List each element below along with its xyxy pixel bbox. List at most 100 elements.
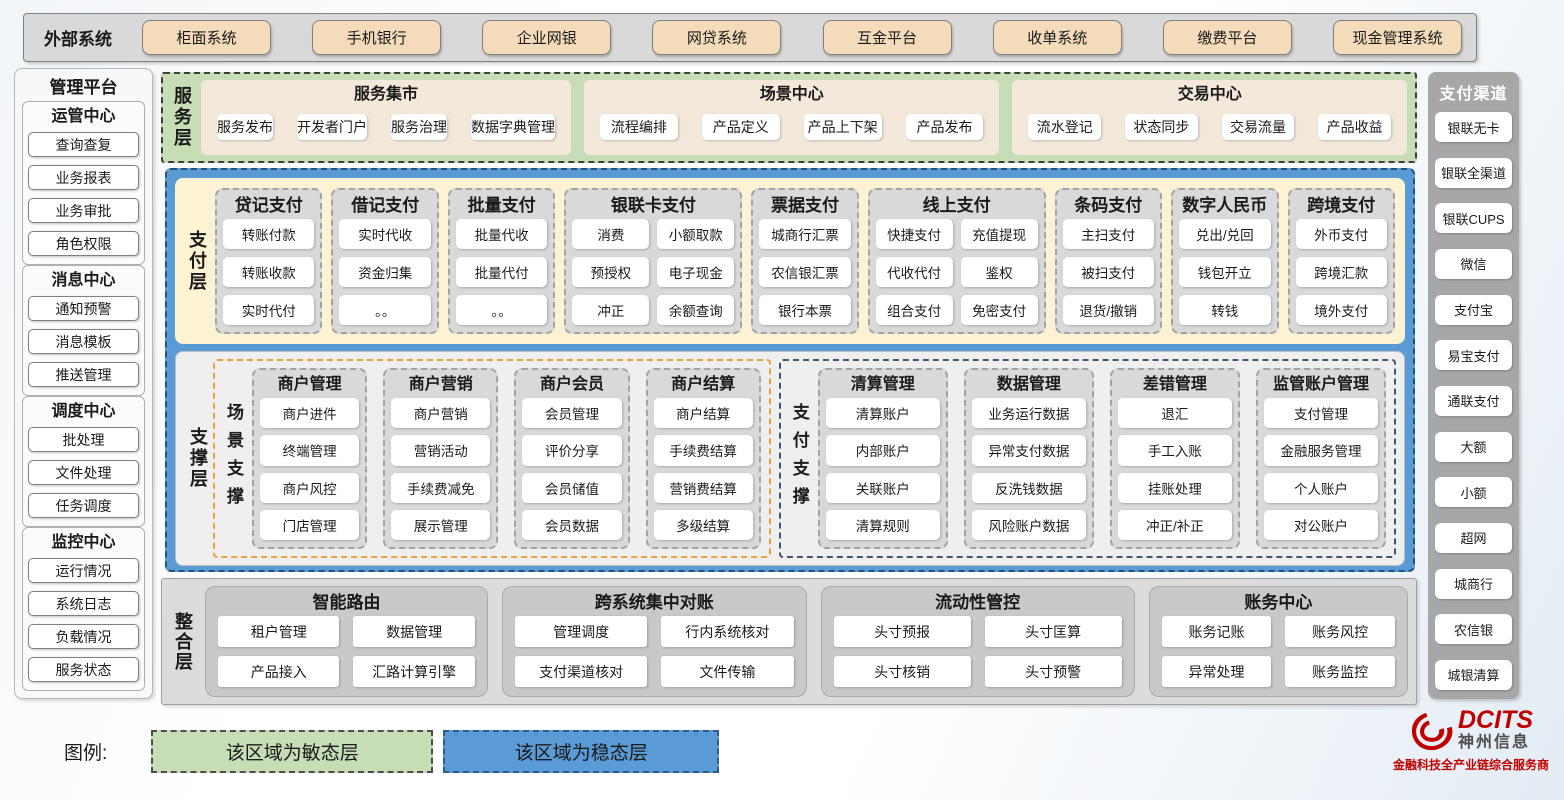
scene-support-group: 商户管理商户进件终端管理商户风控门店管理	[252, 368, 368, 549]
integration-center-panel-items: 租户管理数据管理产品接入汇路计算引擎	[218, 616, 475, 687]
payment-function-box: 电子现金	[657, 257, 735, 287]
scene-support-group: 商户营销商户营销营销活动手续费减免展示管理	[383, 368, 499, 549]
service-function-box: 服务治理	[391, 113, 447, 140]
service-center-panel: 场景中心流程编排产品定义产品上下架产品发布	[584, 80, 1000, 155]
scene-support-group-items: 商户结算手续费结算营销费结算多级结算	[653, 398, 753, 540]
payment-type-group-items: 消费小额取款预授权电子现金冲正余额查询	[572, 219, 735, 325]
support-function-box: 个人账户	[1263, 472, 1378, 503]
support-function-box: 商户进件	[260, 398, 360, 429]
support-function-box: 商户风控	[260, 472, 360, 503]
management-center-group-title: 调度中心	[51, 403, 116, 420]
payment-type-group: 线上支付快捷支付充值提现代收代付鉴权组合支付免密支付	[867, 188, 1046, 334]
support-function-box: 风险账户数据	[971, 509, 1086, 540]
payment-channel-box: 支付宝	[1435, 294, 1512, 325]
scene-support-group-title: 商户管理	[277, 376, 342, 393]
management-function-box: 业务报表	[28, 165, 139, 190]
integration-function-box: 账务记账	[1161, 616, 1272, 647]
scene-support-group-title: 商户营销	[408, 376, 473, 393]
management-center-group-title: 消息中心	[51, 272, 116, 289]
scene-support-group: 商户会员会员管理评价分享会员储值会员数据	[514, 368, 630, 549]
payment-function-box: 兑出/兑回	[1179, 219, 1271, 249]
support-function-box: 挂账处理	[1117, 472, 1232, 503]
support-function-box: 清算账户	[825, 398, 940, 429]
payment-function-box: 免密支付	[960, 295, 1038, 325]
payment-function-box: 代收代付	[875, 257, 953, 287]
payment-function-box: 组合支付	[875, 295, 953, 325]
management-center-group-title: 运管中心	[51, 108, 116, 125]
service-function-box: 服务发布	[217, 113, 273, 140]
payment-function-box: 实时代收	[339, 219, 431, 249]
legend: 图例: 该区域为敏态层 该区域为稳态层	[64, 729, 720, 773]
payment-type-group-items: 城商行汇票农信银汇票银行本票	[759, 219, 851, 325]
payment-function-box: 银行本票	[759, 295, 851, 325]
integration-function-box: 管理调度	[514, 616, 648, 647]
integration-function-box: 数据管理	[353, 616, 475, 647]
payment-function-box: 主扫支付	[1062, 219, 1155, 249]
integration-function-box: 异常处理	[1161, 656, 1272, 687]
payment-function-box: 预授权	[572, 257, 650, 287]
payment-function-box: 批量代收	[455, 219, 548, 249]
management-center-group-items: 运行情况系统日志负载情况服务状态	[28, 558, 139, 682]
payment-support-groups: 清算管理清算账户内部账户关联账户清算规则数据管理业务运行数据异常支付数据反洗钱数…	[817, 368, 1386, 549]
support-function-box: 支付管理	[1263, 398, 1378, 429]
payment-channel-box: 大额	[1435, 431, 1512, 462]
service-function-box: 流水登记	[1028, 113, 1102, 140]
management-center-group: 运管中心查询查复业务报表业务审批角色权限	[22, 101, 145, 265]
scene-support-group: 商户结算商户结算手续费结算营销费结算多级结算	[645, 368, 761, 549]
scene-support-groups: 商户管理商户进件终端管理商户风控门店管理商户营销商户营销营销活动手续费减免展示管…	[252, 368, 761, 549]
payment-function-box: 实时代付	[223, 295, 315, 325]
integration-function-box: 文件传输	[661, 656, 794, 687]
external-system-box: 网贷系统	[652, 20, 782, 55]
payment-type-group: 跨境支付外币支付跨境汇款境外支付	[1287, 188, 1395, 334]
integration-layer: 整合层 智能路由租户管理数据管理产品接入汇路计算引擎跨系统集中对账管理调度行内系…	[161, 578, 1417, 705]
payment-function-box: 冲正	[572, 295, 650, 325]
scene-support-group-title: 商户会员	[539, 376, 604, 393]
payment-type-group: 批量支付批量代收批量代付。。	[447, 188, 556, 334]
payment-function-box: 鉴权	[960, 257, 1038, 287]
service-layer-panels: 服务集市服务发布开发者门户服务治理数据字典管理场景中心流程编排产品定义产品上下架…	[201, 80, 1407, 155]
payment-support-group-title: 数据管理	[996, 376, 1061, 393]
payment-function-box: 快捷支付	[875, 219, 953, 249]
management-center-group-items: 通知预警消息模板推送管理	[28, 296, 139, 387]
payment-function-box: 外币支付	[1295, 219, 1387, 249]
payment-channel-box: 城商行	[1435, 568, 1512, 599]
service-function-box: 产品定义	[701, 113, 780, 140]
integration-function-box: 产品接入	[218, 656, 340, 687]
management-function-box: 查询查复	[28, 132, 139, 157]
service-layer-label: 服务层	[172, 86, 192, 149]
management-function-box: 业务审批	[28, 198, 139, 223]
payment-type-group: 贷记支付转账付款转账收款实时代付	[215, 188, 323, 334]
management-function-box: 消息模板	[28, 329, 139, 354]
payment-support-label: 支付支撑	[789, 402, 809, 515]
payment-channel-box: 银联无卡	[1435, 112, 1512, 142]
integration-center-panel-title: 跨系统集中对账	[594, 593, 714, 612]
support-function-box: 商户营销	[391, 398, 491, 429]
payment-channel-box: 农信银	[1435, 614, 1512, 645]
support-function-box: 清算规则	[825, 509, 940, 540]
payment-support-group: 差错管理退汇手工入账挂账处理冲正/补正	[1109, 368, 1240, 549]
support-function-box: 内部账户	[825, 435, 940, 466]
payment-support-group-items: 业务运行数据异常支付数据反洗钱数据风险账户数据	[971, 398, 1086, 540]
service-function-box: 开发者门户	[297, 113, 367, 140]
logo-row: DCITS 神州信息	[1409, 708, 1533, 753]
logo-swirl-icon	[1411, 712, 1453, 750]
payment-function-box: 转钱	[1179, 295, 1271, 325]
payment-type-group-items: 快捷支付充值提现代收代付鉴权组合支付免密支付	[875, 219, 1038, 325]
integration-function-box: 头寸预警	[984, 656, 1122, 687]
payment-function-box: 农信银汇票	[759, 257, 851, 287]
management-function-box: 文件处理	[28, 460, 139, 485]
legend-stable-layer: 该区域为稳态层	[443, 729, 720, 773]
payment-type-group-title: 条码支付	[1074, 196, 1143, 215]
payment-support-group: 清算管理清算账户内部账户关联账户清算规则	[817, 368, 948, 549]
external-system-box: 互金平台	[822, 20, 952, 55]
payment-channel-box: 银联全渠道	[1435, 157, 1512, 188]
integration-function-box: 账务风控	[1285, 616, 1395, 647]
management-center-group-items: 批处理文件处理任务调度	[28, 427, 139, 518]
payment-type-group-title: 数字人民币	[1182, 196, 1268, 215]
payment-support-section: 支付支撑 清算管理清算账户内部账户关联账户清算规则数据管理业务运行数据异常支付数…	[778, 359, 1396, 558]
support-function-box: 商户结算	[653, 398, 753, 429]
logo-tagline: 金融科技全产业链综合服务商	[1392, 758, 1549, 772]
external-system-box: 柜面系统	[142, 20, 271, 55]
support-function-box: 展示管理	[391, 509, 491, 540]
